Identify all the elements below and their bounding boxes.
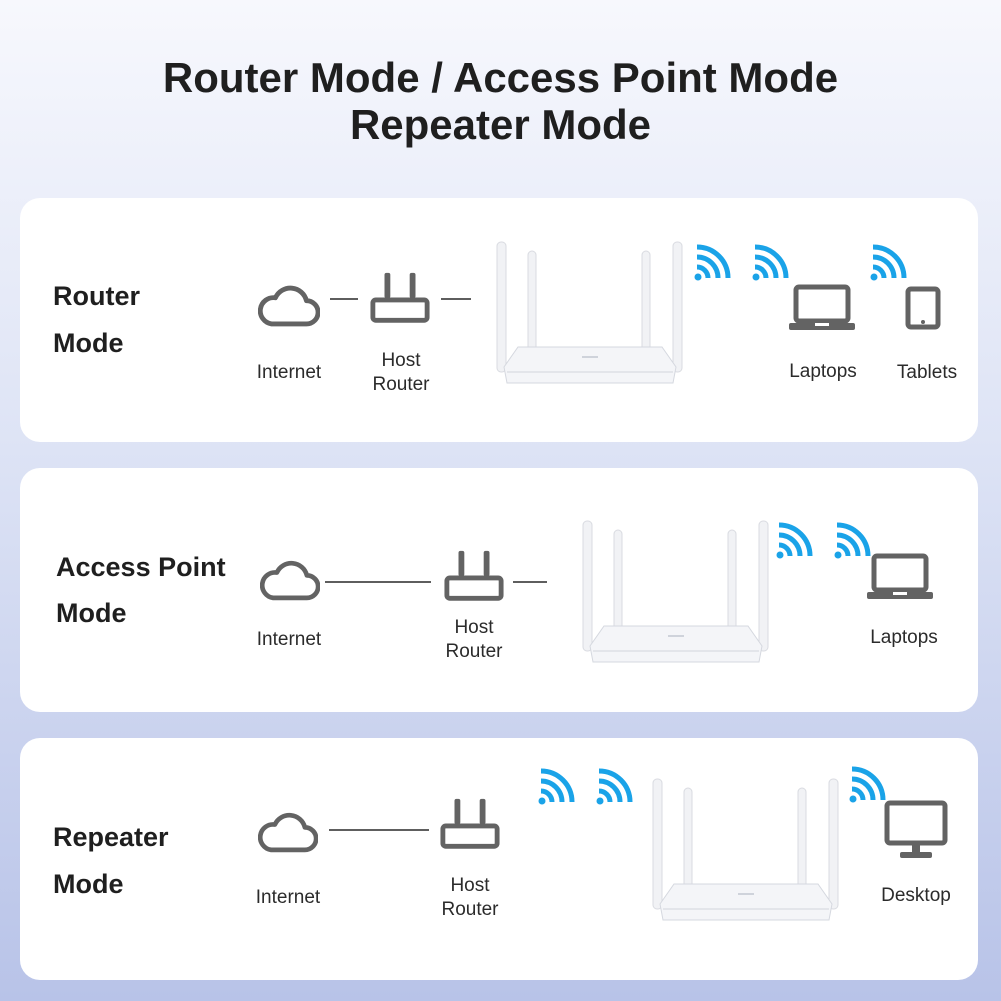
host-router-label: Host — [450, 875, 490, 896]
mode-title-line2: Mode — [53, 869, 124, 899]
wifi-router-image — [490, 239, 690, 389]
laptop-icon — [788, 284, 856, 332]
laptops-label: Laptops — [870, 627, 938, 648]
mode-title: Router — [53, 281, 140, 311]
internet-label: Internet — [256, 362, 322, 383]
host-router-label-line2: Router — [441, 899, 499, 920]
internet-cloud-icon — [258, 285, 320, 328]
connection-line — [441, 298, 471, 300]
host-router-label-line2: Router — [372, 374, 430, 395]
host-router-label-line2: Router — [445, 641, 503, 662]
connection-line — [325, 581, 431, 583]
internet-cloud-icon — [260, 560, 320, 602]
host-router-icon — [439, 796, 501, 852]
wifi-signal-icon — [593, 768, 633, 808]
wifi-signal-icon — [867, 244, 907, 284]
wifi-signal-icon — [773, 522, 813, 562]
wifi-signal-icon — [535, 768, 575, 808]
mode-title-line2: Mode — [53, 328, 124, 358]
host-router-label: Host — [454, 617, 494, 638]
mode-title-line2: Mode — [56, 598, 127, 628]
internet-label: Internet — [256, 629, 322, 650]
internet-label: Internet — [255, 887, 321, 908]
host-router-icon — [443, 548, 505, 604]
wifi-signal-icon — [749, 244, 789, 284]
wifi-router-image — [646, 776, 846, 926]
desktop-icon — [884, 800, 948, 860]
wifi-router-image — [576, 518, 776, 668]
host-router-icon — [369, 270, 431, 326]
internet-cloud-icon — [258, 812, 318, 854]
mode-title: Repeater — [53, 822, 169, 852]
page-title: Router Mode / Access Point Mode — [162, 54, 839, 101]
access-point-mode-card: Access Point Mode Internet Host Router L… — [20, 468, 978, 712]
desktop-label: Desktop — [881, 885, 951, 906]
tablet-icon — [905, 286, 941, 330]
wifi-signal-icon — [691, 244, 731, 284]
connection-line — [513, 581, 547, 583]
host-router-label: Host — [381, 350, 421, 371]
connection-line — [329, 829, 429, 831]
tablets-label: Tablets — [896, 362, 958, 383]
laptops-label: Laptops — [789, 361, 857, 382]
laptop-icon — [866, 553, 934, 601]
connection-line — [330, 298, 358, 300]
mode-title: Access Point — [56, 552, 226, 582]
page-subtitle: Repeater Mode — [349, 101, 652, 148]
wifi-signal-icon — [831, 522, 871, 562]
repeater-mode-card: Repeater Mode Internet Host Router Deskt… — [20, 738, 978, 980]
wifi-signal-icon — [846, 766, 886, 806]
router-mode-card: Router Mode Internet Host Router Laptops… — [20, 198, 978, 442]
